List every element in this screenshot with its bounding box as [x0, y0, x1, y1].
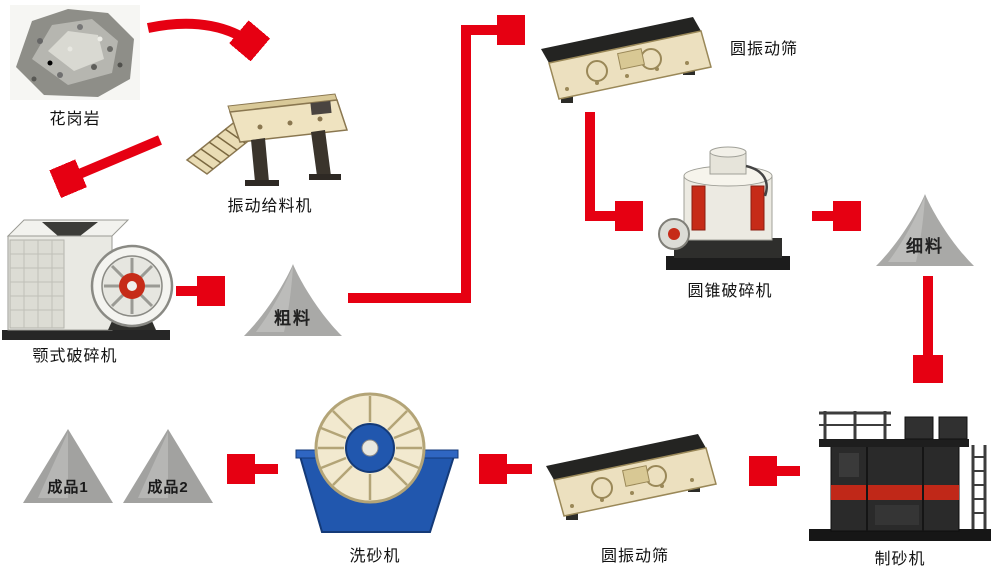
vibrating-feeder-label: 振动给料机	[227, 198, 313, 215]
fine-material-label: 细料	[906, 237, 944, 256]
arrow-granite-to-feeder	[146, 18, 258, 48]
product-1-triangle: 成品1	[20, 426, 116, 506]
granite-rock-icon	[10, 5, 140, 100]
cone-crusher	[652, 138, 804, 278]
product-triangle-icon	[23, 429, 113, 503]
vibrating-screen-bottom-label: 圆振动筛	[600, 548, 669, 565]
coarse-material-label: 粗料	[274, 309, 312, 328]
product-2-triangle: 成品2	[120, 426, 216, 506]
vibrating-screen-top	[535, 5, 725, 110]
product-triangle-icon	[123, 429, 213, 503]
vibrating-feeder-icon	[185, 93, 349, 186]
sand-maker	[805, 393, 995, 545]
jaw-crusher-icon	[2, 219, 174, 340]
granite-label: 花岗岩	[49, 111, 101, 128]
product-1-label: 成品1	[47, 479, 89, 496]
vibrating-screen-top-label: 圆振动筛	[730, 41, 799, 58]
vibrating-screen-bottom	[540, 422, 730, 527]
sand-washer-icon	[295, 392, 459, 533]
fine-material-cone: 细料	[870, 190, 980, 270]
sand-maker-label: 制砂机	[874, 551, 926, 568]
product-2-label: 成品2	[147, 479, 189, 496]
jaw-crusher	[0, 194, 175, 344]
vibrating-feeder	[185, 82, 355, 190]
sand-washer	[288, 388, 466, 540]
vibrating-screen-icon	[546, 434, 717, 520]
arrow-feeder-to-jaw	[58, 135, 162, 183]
granite-photo	[10, 5, 140, 100]
cone-crusher-label: 圆锥破碎机	[687, 283, 773, 300]
arrow-screen-top-to-cone-crusher	[585, 112, 640, 216]
arrow-coarse-to-screen-top	[348, 30, 522, 303]
cone-crusher-icon	[658, 146, 790, 270]
vibrating-screen-icon	[541, 17, 712, 103]
sand-maker-icon	[809, 411, 991, 541]
material-cone-icon	[876, 194, 974, 266]
coarse-material-cone: 粗料	[238, 260, 348, 340]
sand-washer-label: 洗砂机	[349, 548, 401, 565]
material-cone-icon	[244, 264, 342, 336]
jaw-crusher-label: 颚式破碎机	[32, 348, 118, 365]
